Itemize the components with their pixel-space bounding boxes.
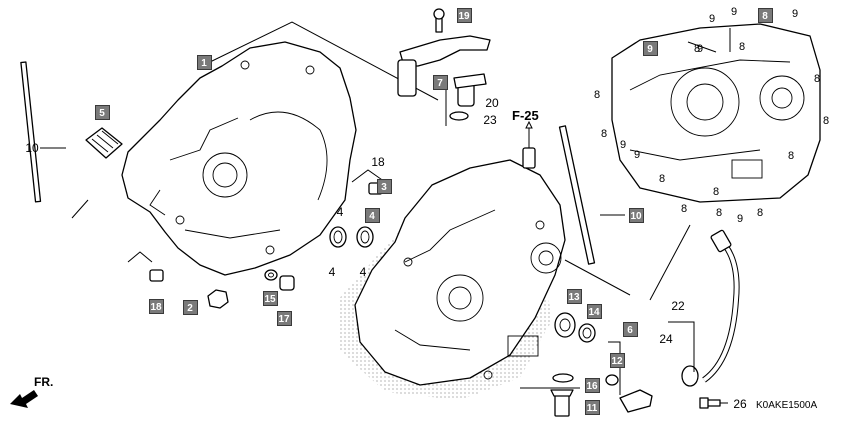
cover-callout-8: 8	[813, 73, 821, 85]
bolt-26	[699, 397, 721, 409]
cover-callout-9: 9	[619, 139, 627, 151]
cover-callout-8: 8	[693, 43, 701, 55]
cover-callout-8: 8	[738, 41, 746, 53]
cover-callout-8: 8	[680, 203, 688, 215]
callout-3: 3	[376, 178, 392, 194]
callout-24: 24	[659, 331, 673, 346]
neutral-switch	[605, 374, 653, 413]
callout-17: 17	[276, 310, 292, 326]
drain-bolt	[207, 289, 229, 309]
callout-5: 5	[94, 104, 110, 120]
washer-16	[552, 373, 574, 383]
cover-callout-8: 8	[593, 89, 601, 101]
callout-19: 19	[456, 7, 472, 23]
callout-18a: 18	[371, 154, 385, 169]
collar-14	[578, 323, 596, 343]
callout-7: 7	[432, 74, 448, 90]
cover-callout-9: 9	[730, 6, 738, 18]
stud-bolt-right	[558, 125, 596, 265]
cover-callout-9: 9	[708, 13, 716, 25]
oil-seal-13	[554, 312, 576, 338]
callout-8box: 8	[757, 7, 773, 23]
cover-callout-9: 9	[696, 43, 704, 55]
callout-4a: 4	[364, 207, 380, 223]
dowel-pin-lower	[149, 269, 164, 282]
bearing-left	[329, 226, 347, 248]
diagram-code: K0AKE1500A	[756, 400, 818, 411]
cover-callout-8: 8	[600, 128, 608, 140]
callout-15: 15	[262, 290, 278, 306]
callout-4b: 4	[336, 204, 344, 219]
bolt-11	[550, 389, 574, 417]
callout-6: 6	[622, 321, 638, 337]
cover-callout-8: 8	[787, 150, 795, 162]
cover-callout-8: 8	[658, 173, 666, 185]
callout-18b: 18	[148, 298, 164, 314]
reference-label: F-25	[512, 108, 539, 123]
cover-callout-8: 8	[822, 115, 830, 127]
callout-20: 20	[485, 95, 499, 110]
direction-label: FR.	[34, 375, 54, 389]
callout-23: 23	[483, 112, 497, 127]
callout-13: 13	[566, 288, 582, 304]
callout-4d: 4	[359, 264, 367, 279]
right-crankcase-half	[338, 147, 566, 400]
callout-16: 16	[584, 377, 600, 393]
o-ring-23	[449, 111, 469, 121]
right-side-cover	[611, 23, 821, 203]
bearing-right	[356, 226, 374, 248]
callout-9box: 9	[642, 40, 658, 56]
callout-10a: 10	[25, 140, 39, 155]
sensor-assembly	[397, 8, 491, 97]
callout-14: 14	[586, 303, 602, 319]
callout-22: 22	[671, 298, 685, 313]
oil-strainer	[85, 127, 123, 159]
callout-10b: 10	[628, 207, 644, 223]
callout-12: 12	[609, 352, 625, 368]
callout-1: 1	[196, 54, 212, 70]
sealing-washer-15	[264, 269, 278, 281]
callout-2: 2	[182, 299, 198, 315]
cover-callout-8: 8	[756, 207, 764, 219]
plug-20	[453, 73, 487, 107]
left-crankcase-half	[121, 41, 357, 276]
cover-callout-8: 8	[715, 207, 723, 219]
collar-17	[279, 275, 295, 291]
callout-11: 11	[584, 399, 600, 415]
cover-callout-9: 9	[633, 149, 641, 161]
cover-callout-8: 8	[712, 186, 720, 198]
cover-callout-9: 9	[736, 213, 744, 225]
stud-bolt-left	[20, 61, 42, 203]
front-direction-arrow	[10, 390, 38, 408]
sensor-harness	[681, 229, 740, 387]
cover-callout-9: 9	[791, 8, 799, 20]
callout-26: 26	[733, 396, 747, 411]
callout-4c: 4	[328, 264, 336, 279]
